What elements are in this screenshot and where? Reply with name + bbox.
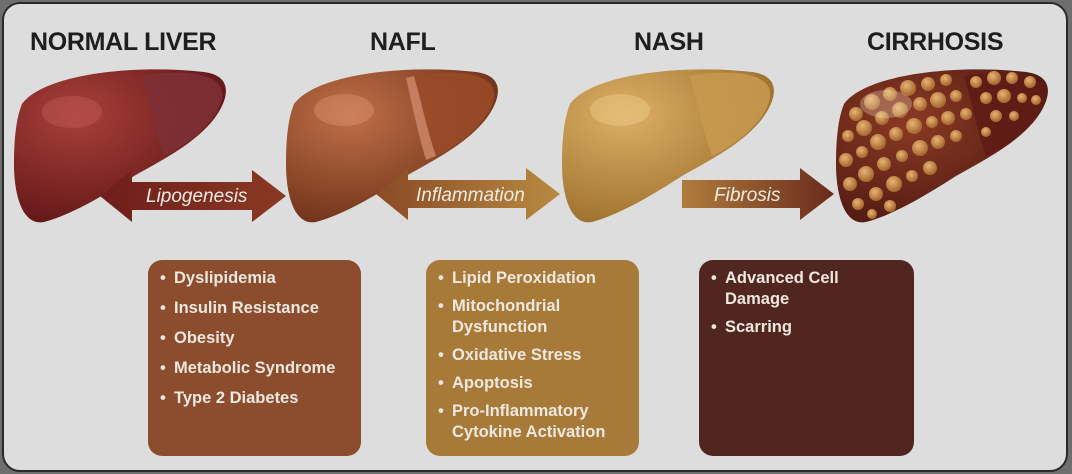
arrow-label-inflammation: Inflammation: [416, 185, 525, 206]
arrow-label-lipogenesis: Lipogenesis: [146, 186, 248, 207]
arrow-inflammation: [376, 168, 560, 220]
liver-nash: [562, 69, 774, 223]
list-item: •Mitochondrial Dysfunction: [438, 297, 561, 336]
cirrhosis-nodules: [839, 71, 1041, 219]
box-cirrhosis-outcomes: •Advanced Cell Damage •Scarring: [699, 260, 914, 456]
liver-cirrhosis: [836, 69, 1048, 223]
box-nafl-risk-factors: •Dyslipidemia •Insulin Resistance •Obesi…: [148, 260, 361, 456]
list-item: •Lipid Peroxidation: [438, 269, 596, 287]
list-item: •Dyslipidemia: [160, 269, 276, 287]
arrow-fibrosis: [682, 168, 834, 220]
arrow-label-fibrosis: Fibrosis: [714, 185, 781, 206]
list-item: •Apoptosis: [438, 374, 533, 392]
liver-normal: [14, 69, 226, 223]
liver-illustrations: [14, 69, 1048, 223]
list-item: •Type 2 Diabetes: [160, 389, 299, 407]
stage-title-cirrhosis: CIRRHOSIS: [867, 28, 1004, 56]
list-item: •Insulin Resistance: [160, 299, 319, 317]
list-item: •Oxidative Stress: [438, 346, 582, 364]
liver-nafl: [286, 69, 498, 223]
stage-title-normal-liver: NORMAL LIVER: [30, 28, 217, 56]
stage-title-nafl: NAFL: [370, 28, 436, 56]
list-item: •Pro-Inflammatory Cytokine Activation: [438, 402, 606, 441]
stage-title-nash: NASH: [634, 28, 704, 56]
list-item: •Obesity: [160, 329, 235, 347]
list-item: •Advanced Cell Damage: [711, 269, 839, 308]
list-item: •Scarring: [711, 318, 792, 336]
box-nash-mechanisms: •Lipid Peroxidation •Mitochondrial Dysfu…: [426, 260, 639, 456]
arrow-lipogenesis: [100, 170, 286, 222]
list-item: •Metabolic Syndrome: [160, 359, 336, 377]
